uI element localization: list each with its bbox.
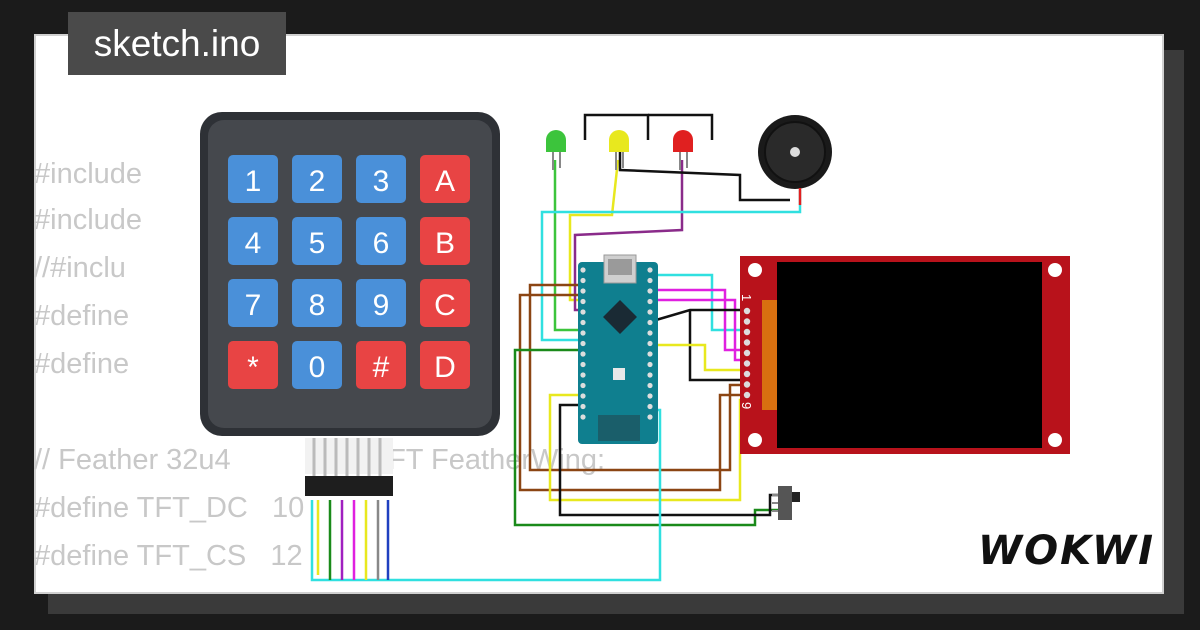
nano-pin: [580, 267, 586, 273]
keypad-key-label: #: [373, 351, 390, 384]
led-yellow[interactable]: [609, 130, 629, 170]
tft-pin: [743, 307, 751, 315]
keypad-key-label: 5: [309, 227, 326, 260]
nano-pin: [647, 288, 653, 294]
tft-display[interactable]: 1 9 ILI9341: [739, 256, 1097, 454]
nano-pin: [580, 309, 586, 315]
keypad-key-6[interactable]: 6: [356, 217, 406, 265]
tft-pin-first-label: 1: [739, 294, 754, 301]
keypad-key-label: B: [435, 227, 455, 260]
keypad-key-label: 3: [373, 165, 390, 198]
keypad-key-label: 7: [245, 289, 262, 322]
keypad-key-3[interactable]: 3: [356, 155, 406, 203]
nano-pin: [647, 403, 653, 410]
keypad-key-0[interactable]: 0: [292, 341, 342, 389]
nano-pin: [647, 372, 653, 378]
keypad-key-8[interactable]: 8: [292, 279, 342, 327]
nano-pin: [647, 382, 653, 389]
keypad-key-label: 1: [245, 165, 262, 198]
nano-pin: [580, 393, 586, 399]
sketch-title: sketch.ino: [68, 12, 286, 75]
nano-pin: [580, 372, 586, 378]
nano-pin: [580, 351, 586, 357]
tft-pin: [743, 370, 751, 378]
nano-pin: [580, 361, 586, 368]
keypad-key-label: C: [434, 289, 456, 322]
keypad-key-label: 0: [309, 351, 326, 384]
membrane-keypad[interactable]: 1 2 3 A 4 5 6 B 7 8 9 C * 0 # D: [200, 112, 500, 436]
tft-pin-last-label: 9: [739, 402, 754, 409]
tft-pin: [743, 328, 751, 336]
keypad-key-label: D: [434, 351, 456, 384]
keypad-key-A[interactable]: A: [420, 155, 470, 203]
code-line: #include: [34, 158, 143, 190]
keypad-key-5[interactable]: 5: [292, 217, 342, 265]
keypad-key-B[interactable]: B: [420, 217, 470, 265]
keypad-key-label: A: [435, 165, 455, 198]
keypad-key-9[interactable]: 9: [356, 279, 406, 327]
nano-pin: [647, 309, 653, 315]
nano-pin: [647, 277, 653, 284]
nano-pin: [580, 382, 586, 389]
nano-pin: [580, 277, 586, 284]
keypad-key-1[interactable]: 1: [228, 155, 278, 203]
keypad-key-7[interactable]: 7: [228, 279, 278, 327]
nano-pin: [580, 414, 586, 420]
keypad-key-label: *: [247, 351, 259, 384]
keypad-key-label: 4: [245, 227, 262, 260]
keypad-key-label: 8: [309, 289, 326, 322]
keypad-key-4[interactable]: 4: [228, 217, 278, 265]
keypad-key-C[interactable]: C: [420, 279, 470, 327]
buzzer[interactable]: [758, 115, 832, 205]
keypad-key-label: 9: [373, 289, 390, 322]
nano-pin: [647, 414, 653, 420]
nano-pin: [580, 403, 586, 410]
tft-pin: [743, 381, 751, 388]
code-line: #define TFT_CS 12: [34, 540, 303, 572]
arduino-nano[interactable]: [578, 254, 658, 444]
nano-pin: [580, 319, 586, 326]
nano-pin: [580, 288, 586, 294]
keypad-key-2[interactable]: 2: [292, 155, 342, 203]
led-green[interactable]: [546, 130, 566, 170]
code-line: #define TFT_DC 10: [34, 492, 305, 524]
nano-pin: [580, 330, 586, 336]
keypad-key-*[interactable]: *: [228, 341, 278, 389]
tft-pin: [743, 339, 751, 346]
nano-pin: [647, 361, 653, 368]
keypad-key-#[interactable]: #: [356, 341, 406, 389]
led-red[interactable]: [673, 130, 693, 170]
nano-pin: [647, 351, 653, 357]
keypad-key-label: 6: [373, 227, 390, 260]
wokwi-logo: WOKWI: [978, 528, 1156, 574]
keypad-connector: [305, 438, 393, 496]
tft-model-label: ILI9341: [1078, 348, 1097, 405]
nano-pin: [647, 340, 653, 347]
nano-pin: [580, 340, 586, 347]
nano-pin: [647, 267, 653, 273]
nano-pin: [580, 298, 586, 305]
tft-pin: [743, 349, 751, 357]
nano-pin: [647, 330, 653, 336]
tft-pin: [743, 391, 751, 399]
tft-pin: [743, 360, 751, 367]
keypad-key-label: 2: [309, 165, 326, 198]
tft-pin: [743, 318, 751, 325]
slide-switch[interactable]: [772, 486, 800, 520]
nano-pin: [647, 298, 653, 305]
code-line: //#inclu: [34, 252, 126, 284]
keypad-key-D[interactable]: D: [420, 341, 470, 389]
nano-pin: [647, 393, 653, 399]
nano-pin: [647, 319, 653, 326]
